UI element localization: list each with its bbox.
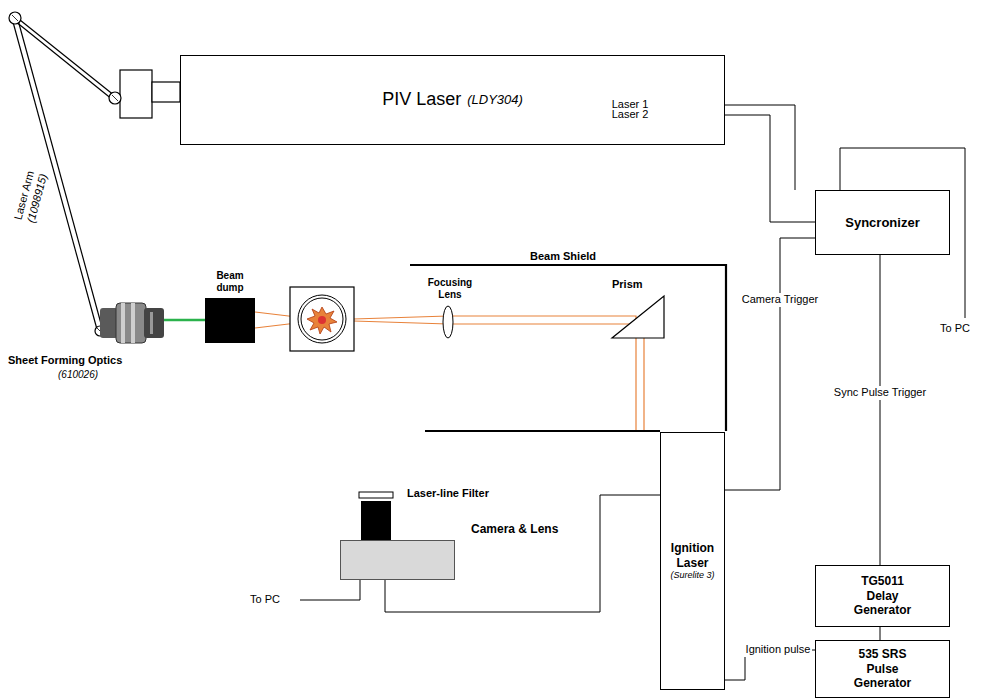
node-title: Ignition Laser	[661, 541, 724, 570]
signal-wire	[725, 115, 815, 222]
signal-wire	[725, 105, 795, 190]
node-title: 535 SRS Pulse Generator	[844, 647, 921, 690]
model-number: (Surelite 3)	[670, 570, 714, 581]
signal-label: Laser 2	[610, 108, 651, 121]
optics-label: Sheet Forming Optics	[8, 354, 122, 367]
delay-generator-box: TG5011 Delay Generator	[815, 565, 950, 627]
pc-label: To PC	[940, 322, 970, 335]
node-title: TG5011 Delay Generator	[844, 574, 921, 617]
lens-label: Focusing Lens	[423, 277, 477, 300]
camera-body: Camera & Lens	[340, 540, 455, 580]
shield-label: Beam Shield	[530, 250, 596, 263]
signal-label: Sync Pulse Trigger	[832, 386, 928, 399]
signal-wire	[880, 255, 881, 565]
node-title: PIV Laser	[382, 89, 461, 111]
ignition-laser-box: Ignition Laser(Surelite 3)	[660, 432, 725, 690]
signal-wire	[725, 238, 815, 490]
prism-label: Prism	[612, 278, 643, 291]
filter-label: Laser-line Filter	[407, 487, 489, 500]
signal-label: Camera Trigger	[740, 293, 820, 306]
beam-dump-label: Beam dump	[203, 270, 257, 293]
signal-wire	[880, 627, 881, 640]
pulse-generator-box: 535 SRS Pulse Generator	[815, 640, 950, 698]
part-number: (610026)	[58, 369, 98, 381]
node-title: Syncronizer	[845, 215, 919, 231]
node-title: Camera & Lens	[471, 522, 558, 536]
pc-label: To PC	[250, 593, 280, 606]
synchronizer-box: Syncronizer	[815, 190, 950, 255]
model-number: (LDY304)	[467, 92, 523, 108]
signal-label: Ignition pulse	[744, 643, 813, 656]
